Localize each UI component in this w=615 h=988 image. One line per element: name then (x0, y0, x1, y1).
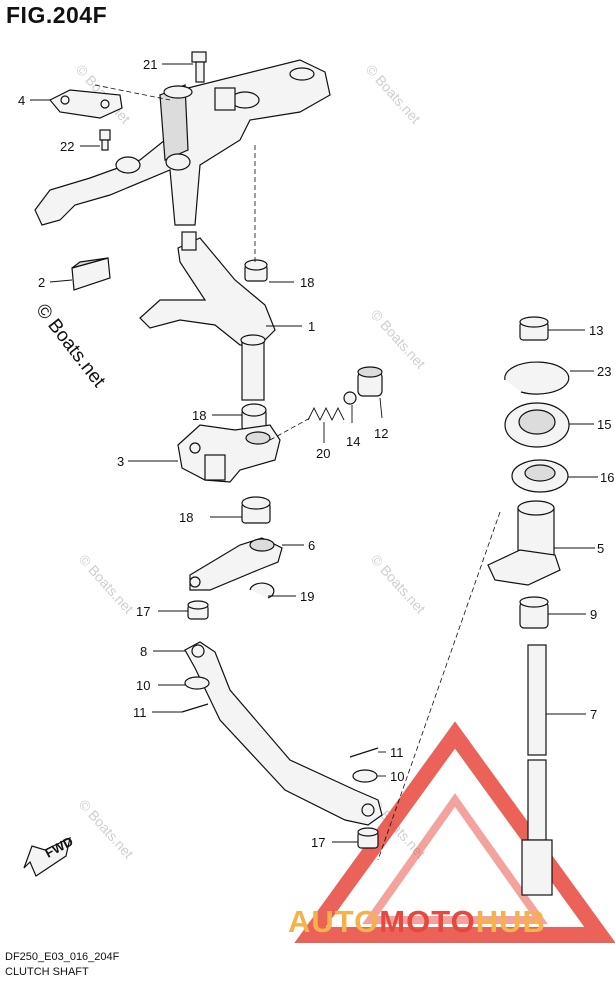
callout-11: 11 (133, 705, 147, 720)
plug-part-13 (519, 316, 549, 341)
watermark-text: © Boats.net (76, 796, 137, 861)
leader-lines (30, 63, 598, 843)
callout-1: 1 (308, 319, 315, 334)
spring-part-20 (307, 406, 345, 422)
callout-4: 4 (18, 93, 25, 108)
callout-6: 6 (308, 538, 315, 553)
bolt-part-21 (191, 51, 207, 83)
assembly-line (377, 511, 501, 861)
callout-8: 8 (140, 644, 147, 659)
sleeve-part-12 (357, 366, 383, 397)
automotohub-logo: AUTOMOTOHUB (288, 904, 546, 940)
callout-18: 18 (179, 510, 193, 525)
callout-18: 18 (192, 408, 206, 423)
link-part-8 (184, 641, 383, 826)
logo-part-hub: HUB (475, 904, 546, 939)
callout-23: 23 (597, 364, 611, 379)
snap-ring-part-23 (504, 361, 570, 395)
callout-21: 21 (143, 57, 157, 72)
ball-part-14 (343, 391, 357, 405)
callout-7: 7 (590, 707, 597, 722)
callout-10: 10 (136, 678, 150, 693)
callout-20: 20 (316, 446, 330, 461)
fwd-arrow-icon: FWD (23, 834, 76, 877)
callout-13: 13 (589, 323, 603, 338)
callout-18: 18 (300, 275, 314, 290)
logo-part-auto: AUTO (288, 904, 380, 939)
figure-title: FIG.204F (6, 2, 108, 28)
callout-15: 15 (597, 417, 611, 432)
watermark-text: © Boats.net (368, 551, 429, 616)
bolt-part-22 (99, 129, 111, 151)
bearing-part-15 (504, 402, 570, 448)
callout-17: 17 (136, 604, 150, 619)
diagram-caption: CLUTCH SHAFT (5, 966, 89, 978)
callout-labels: 21 4 22 2 18 1 18 3 20 14 12 18 6 17 19 … (18, 57, 614, 850)
assembly-line (94, 84, 171, 101)
logo-part-moto: MOTO (379, 904, 476, 939)
watermark-text: © Boats.net (363, 61, 424, 126)
callout-14: 14 (346, 434, 360, 449)
callout-2: 2 (38, 275, 45, 290)
callout-10: 10 (390, 769, 404, 784)
pin-part-11-low (349, 747, 379, 758)
washer-part-10-low (352, 769, 378, 783)
callout-5: 5 (597, 541, 604, 556)
washer-part-10-top (184, 676, 210, 690)
bushing-part-17-top (187, 600, 209, 620)
bushing-part-17-low (357, 827, 379, 849)
clutch-shaft-part-7 (521, 644, 553, 896)
callout-17: 17 (311, 835, 325, 850)
plate-part-4 (49, 89, 123, 119)
watermark-text: © Boats.net (368, 306, 429, 371)
seal-part-16 (511, 459, 569, 493)
shift-bracket-part (34, 59, 331, 226)
callout-12: 12 (374, 426, 388, 441)
watermark-text: © Boats.net (76, 551, 137, 616)
pin-part-11-top (181, 703, 209, 713)
callout-19: 19 (300, 589, 314, 604)
callout-3: 3 (117, 454, 124, 469)
eclip-part-19 (249, 582, 275, 599)
callout-22: 22 (60, 139, 74, 154)
bushing-part-18-low (241, 496, 271, 524)
clip-part-2 (71, 257, 111, 291)
bushing-part-18-mid (241, 403, 267, 431)
callout-16: 16 (600, 470, 614, 485)
callout-11: 11 (390, 745, 404, 760)
arm-part-6 (189, 537, 283, 591)
bushing-part-9 (519, 596, 549, 629)
diagram-code: DF250_E03_016_204F (5, 951, 120, 963)
lever-part-1 (139, 231, 276, 401)
lever-part-5 (487, 500, 561, 586)
callout-9: 9 (590, 607, 597, 622)
bushing-part-18-top (244, 259, 268, 282)
housing-part-3 (177, 424, 281, 483)
